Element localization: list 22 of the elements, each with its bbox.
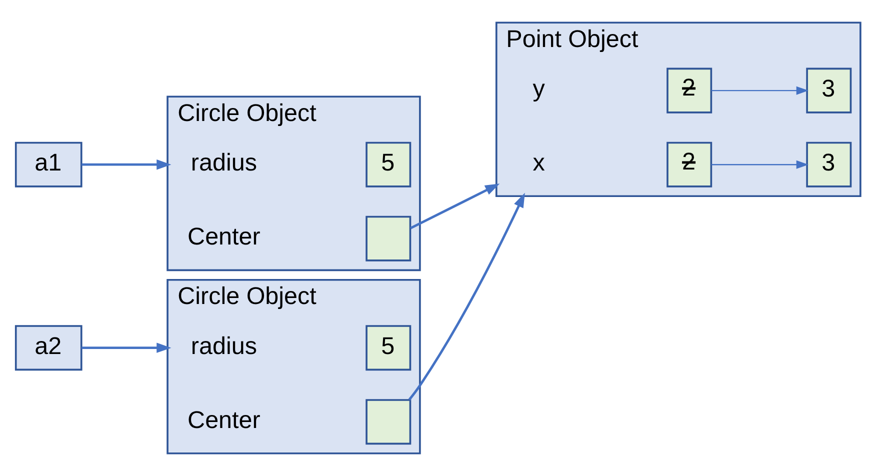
- node-box: 3: [806, 142, 852, 188]
- arrow: [711, 160, 808, 169]
- node-box: 5: [366, 325, 412, 371]
- node-box: 5: [366, 142, 412, 188]
- label: Center: [188, 224, 260, 251]
- label: radius: [190, 150, 257, 177]
- arrow: [410, 184, 500, 230]
- node-box: 3: [806, 68, 852, 114]
- node-box: a1: [14, 142, 82, 188]
- node-box: 2: [666, 68, 712, 114]
- arrow: [82, 159, 172, 170]
- arrow: [82, 342, 172, 353]
- arrow: [408, 192, 525, 400]
- label: y: [532, 76, 545, 103]
- node-box: [366, 399, 412, 445]
- node-box: [366, 216, 412, 262]
- label: radius: [190, 332, 257, 360]
- node-box: 2: [666, 142, 712, 188]
- node-box: a2: [14, 325, 82, 371]
- label: Center: [188, 406, 260, 434]
- arrow: [711, 86, 808, 95]
- label: x: [532, 150, 545, 177]
